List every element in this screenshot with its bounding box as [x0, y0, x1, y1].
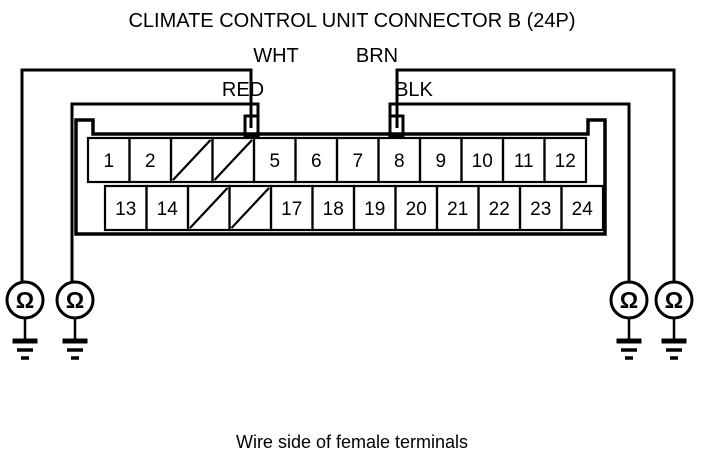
terminal-number-20: 20	[406, 199, 427, 220]
terminal-number-9: 9	[435, 151, 446, 172]
terminal-cell	[543, 136, 588, 184]
terminal-number-18: 18	[323, 199, 344, 220]
locking-tab-right	[388, 114, 405, 138]
terminal-number-22: 22	[489, 199, 510, 220]
terminal-cell-blank-slash	[213, 139, 253, 181]
terminal-number-24: 24	[572, 199, 594, 220]
terminal-number-7: 7	[352, 151, 363, 172]
terminal-number-2: 2	[145, 151, 156, 172]
page-title: CLIMATE CONTROL UNIT CONNECTOR B (24P)	[128, 10, 575, 32]
terminal-number-10: 10	[472, 151, 493, 172]
terminal-cell-blank-slash	[230, 187, 270, 229]
ohmmeter-left-outer: Ω	[5, 280, 45, 360]
terminal-number-1: 1	[103, 151, 114, 172]
connector-locking-tabs	[243, 114, 405, 138]
wire-label-blk: BLK	[395, 79, 433, 101]
terminal-number-12: 12	[555, 151, 576, 172]
wire-routing	[20, 68, 676, 282]
wire-label-wht: WHT	[253, 45, 299, 67]
omega-icon: Ω	[620, 287, 638, 313]
omega-icon: Ω	[665, 287, 683, 313]
terminal-cell-blank-slash	[172, 139, 212, 181]
wire-label-red: RED	[222, 79, 264, 101]
terminal-number-19: 19	[364, 199, 385, 220]
terminal-number-13: 13	[115, 199, 136, 220]
terminal-number-23: 23	[530, 199, 551, 220]
locking-tab-left	[243, 114, 260, 138]
terminal-number-5: 5	[269, 151, 280, 172]
terminal-number-17: 17	[281, 199, 302, 220]
ohmmeter-right-outer: Ω	[654, 280, 694, 360]
wire-path-wht	[20, 68, 253, 282]
wire-label-brn: BRN	[356, 45, 398, 67]
terminal-number-11: 11	[514, 151, 534, 172]
omega-icon: Ω	[16, 287, 34, 313]
ohmmeter-right-inner: Ω	[609, 280, 649, 360]
connector-housing-outline	[74, 118, 607, 236]
omega-icon: Ω	[66, 287, 84, 313]
wire-path-brn	[395, 68, 676, 282]
terminal-number-14: 14	[157, 199, 179, 220]
terminal-number-21: 21	[447, 199, 468, 220]
figure-caption: Wire side of female terminals	[236, 432, 468, 452]
wire-path-blk	[388, 102, 631, 282]
ohmmeter-left-inner: Ω	[55, 280, 95, 360]
terminal-cell-blank-slash	[189, 187, 229, 229]
wire-labels: WHT BRN RED BLK	[222, 45, 434, 101]
terminal-number-6: 6	[311, 151, 322, 172]
terminal-number-8: 8	[394, 151, 405, 172]
terminal-cell	[560, 184, 605, 232]
terminal-row-bottom: 13 14 17 18 19 20 21 22 23 24	[103, 184, 605, 232]
